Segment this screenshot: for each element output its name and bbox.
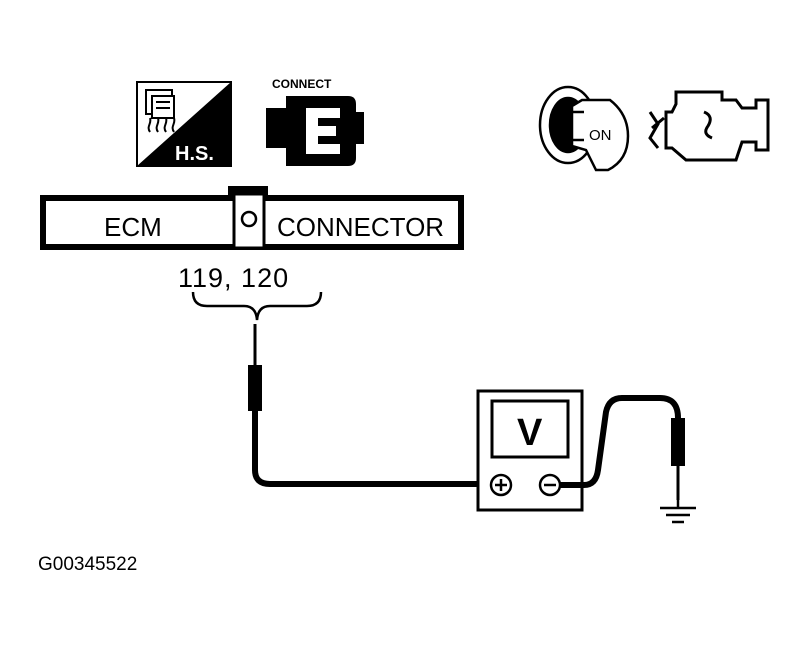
harness-connector-icon [145, 89, 176, 133]
pins-brace [191, 291, 323, 321]
pins-label: 119, 120 [178, 263, 289, 293]
engine-off-icon [648, 90, 770, 162]
ignition-key-icon: ON [538, 85, 630, 172]
minus-terminal-icon [538, 473, 562, 497]
voltmeter: V [476, 389, 584, 512]
ecm-connector-box: ECM CONNECTOR [40, 186, 464, 250]
connector-plug-icon [266, 96, 364, 166]
ecm-label: ECM [104, 212, 162, 242]
ignition-on-label: ON [589, 127, 612, 144]
negative-probe [560, 395, 685, 500]
hs-label: H.S. [175, 143, 214, 165]
plus-terminal-icon [489, 473, 513, 497]
connect-badge: CONNECT [266, 77, 364, 166]
connector-label: CONNECTOR [277, 212, 444, 242]
voltmeter-label: V [517, 412, 543, 454]
hs-badge: H.S. [136, 81, 232, 167]
positive-probe [248, 324, 484, 487]
connect-label: CONNECT [272, 77, 332, 91]
ground-symbol-icon [660, 500, 696, 524]
figure-id: G00345522 [38, 554, 137, 575]
